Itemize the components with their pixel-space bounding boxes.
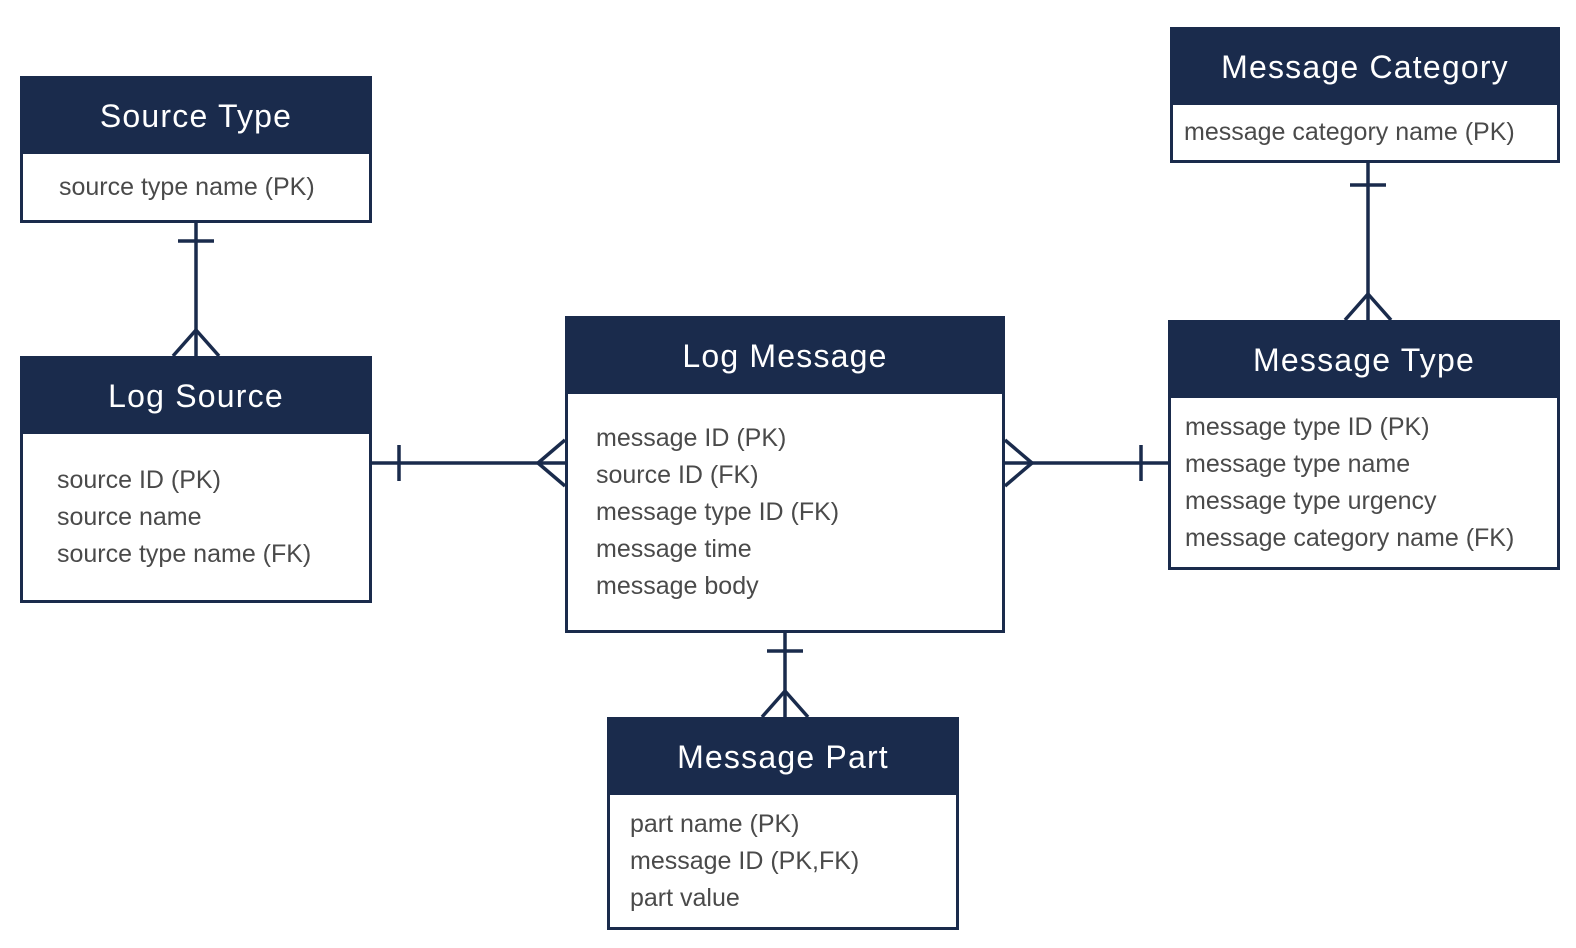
entity-body: part name (PK) message ID (PK,FK) part v… (610, 795, 956, 927)
entity-body: message ID (PK) source ID (FK) message t… (568, 394, 1002, 630)
cardinality-many-crowfoot (536, 438, 567, 488)
entity-message-category: Message Category message category name (… (1170, 27, 1560, 163)
entity-body: message category name (PK) (1173, 105, 1557, 160)
entity-body: source type name (PK) (23, 154, 369, 220)
attribute-row: source ID (FK) (596, 460, 759, 489)
attribute-row: message category name (PK) (1184, 118, 1515, 146)
entity-header: Source Type (22, 78, 370, 154)
relationship-message-category-message-type (1343, 163, 1393, 322)
attribute-row: message ID (PK) (596, 423, 787, 452)
cardinality-many-crowfoot (760, 689, 810, 719)
entity-header: Message Part (609, 719, 957, 795)
attribute-row: part value (630, 883, 740, 912)
attribute-row: source ID (PK) (57, 465, 221, 494)
attribute-row: message type ID (PK) (1185, 412, 1430, 441)
relationship-log-source-log-message (372, 438, 567, 488)
relationship-message-type-log-message (1003, 438, 1168, 488)
attribute-row: message ID (PK,FK) (630, 846, 860, 875)
cardinality-many-crowfoot (171, 328, 221, 358)
attribute-row: source type name (PK) (59, 172, 315, 201)
attribute-row: source type name (FK) (57, 539, 312, 568)
entity-message-type: Message Type message type ID (PK) messag… (1168, 320, 1560, 570)
attribute-row: message category name (FK) (1185, 523, 1515, 552)
entity-header: Message Category (1172, 29, 1558, 105)
attribute-row: message type name (1185, 449, 1411, 478)
cardinality-many-crowfoot (1003, 438, 1034, 488)
entity-header: Log Source (22, 358, 370, 434)
attribute-row: part name (PK) (630, 809, 800, 838)
entity-title: Message Type (1253, 341, 1475, 378)
entity-title: Log Message (682, 337, 888, 374)
relationship-source-type-log-source (171, 223, 221, 358)
entity-header: Log Message (567, 318, 1003, 394)
attribute-row: message body (596, 571, 759, 600)
entity-header: Message Type (1170, 322, 1558, 398)
entity-body: source ID (PK) source name source type n… (23, 434, 369, 600)
entity-title: Source Type (99, 97, 293, 134)
entity-title: Message Part (677, 738, 889, 775)
attribute-row: message time (596, 534, 752, 563)
attribute-row: message type urgency (1185, 486, 1437, 515)
entity-log-message: Log Message message ID (PK) source ID (F… (565, 316, 1005, 633)
entity-body: message type ID (PK) message type name m… (1171, 398, 1557, 567)
relationship-log-message-message-part (760, 633, 810, 719)
entity-title: Message Category (1221, 48, 1509, 85)
attribute-row: source name (57, 502, 202, 531)
cardinality-many-crowfoot (1343, 292, 1393, 322)
entity-message-part: Message Part part name (PK) message ID (… (607, 717, 959, 930)
entity-log-source: Log Source source ID (PK) source name so… (20, 356, 372, 603)
entity-source-type: Source Type source type name (PK) (20, 76, 372, 223)
entity-title: Log Source (108, 377, 284, 414)
attribute-row: message type ID (FK) (596, 497, 840, 526)
